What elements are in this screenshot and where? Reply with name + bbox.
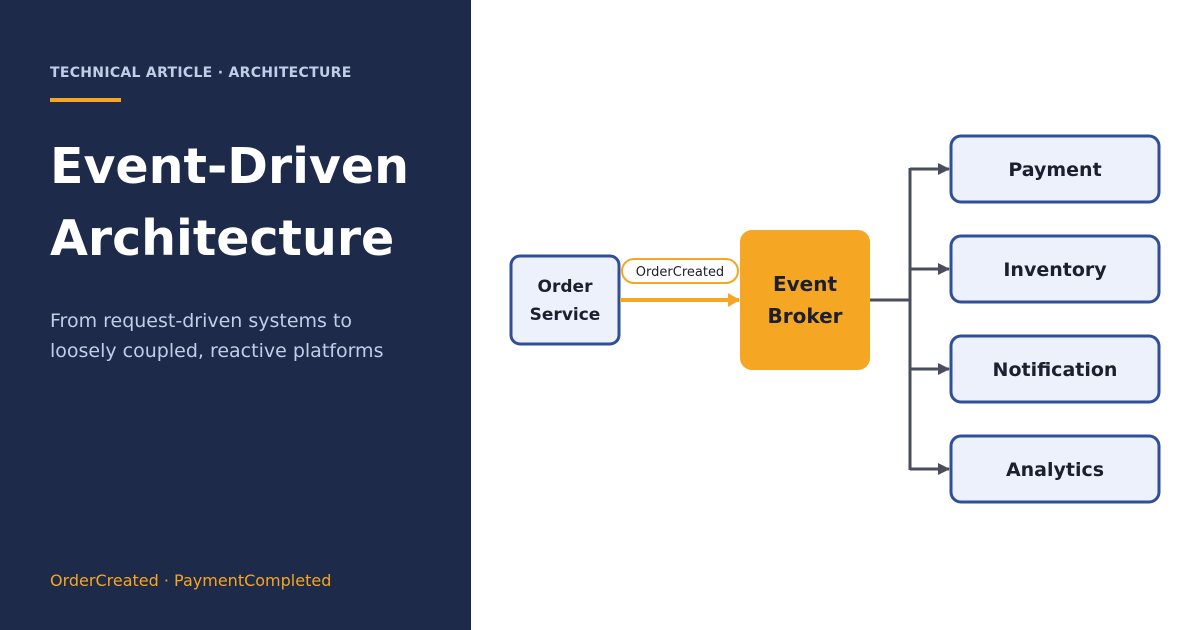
order-service-node: Order Service <box>509 254 621 346</box>
order-service-label-line-1: Order <box>538 277 594 297</box>
fanout-connectors <box>870 163 950 475</box>
consumer-label-notification: Notification <box>993 359 1118 381</box>
consumer-node-payment: Payment <box>949 134 1161 204</box>
event-label-pill: OrderCreated <box>621 258 739 284</box>
footer-events: OrderCreated · PaymentCompleted <box>50 571 332 590</box>
consumer-label-payment: Payment <box>1008 159 1101 181</box>
event-broker-node: Event Broker <box>740 230 870 370</box>
subtitle: From request-driven systems to loosely c… <box>50 306 460 366</box>
article-kicker: TECHNICAL ARTICLE · ARCHITECTURE <box>50 65 352 81</box>
consumer-label-analytics: Analytics <box>1006 459 1104 481</box>
left-panel: TECHNICAL ARTICLE · ARCHITECTURE Event-D… <box>0 0 471 630</box>
event-label: OrderCreated <box>636 265 724 280</box>
subtitle-line-1: From request-driven systems to <box>50 310 353 332</box>
page-title: Event-Driven Architecture <box>50 131 460 275</box>
accent-rule <box>50 98 121 102</box>
order-service-label-line-2: Service <box>530 305 601 325</box>
consumer-node-inventory: Inventory <box>949 234 1161 304</box>
consumer-label-inventory: Inventory <box>1003 259 1107 281</box>
event-broker-label-line-1: Event <box>773 272 838 296</box>
architecture-diagram: Order Service OrderCreated Event Broker … <box>509 134 1161 504</box>
title-line-1: Event-Driven <box>50 138 409 195</box>
title-line-2: Architecture <box>50 210 395 267</box>
subtitle-line-2: loosely coupled, reactive platforms <box>50 340 384 362</box>
consumer-node-notification: Notification <box>949 334 1161 404</box>
event-broker-label-line-2: Broker <box>767 304 842 328</box>
consumer-node-analytics: Analytics <box>949 434 1161 504</box>
